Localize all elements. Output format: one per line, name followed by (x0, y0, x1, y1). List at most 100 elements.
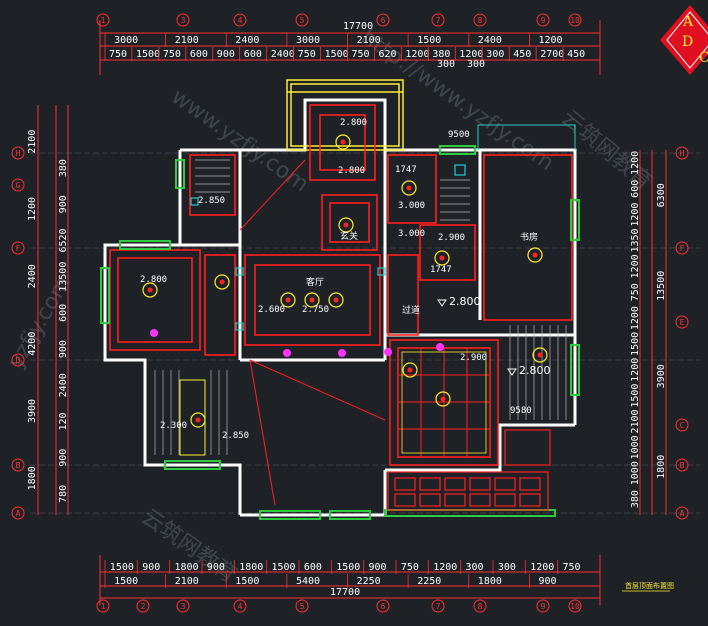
bottom-dim-row2-0: 1500 (114, 576, 138, 587)
right-dim-outer-3: 1800 (656, 455, 667, 479)
right-dim-inner-4: 1200 (630, 254, 641, 278)
right-dim-inner-13: 380 (630, 490, 641, 508)
axis-bottom-label-7: 8 (478, 602, 483, 611)
axis-top-bubble-7 (536, 13, 550, 27)
left-dim-inner-3: 13500 (58, 262, 69, 292)
axis-bottom-bubble-1 (136, 599, 150, 613)
lamp-core-11 (219, 279, 225, 285)
level-text-3: 3.000 (398, 229, 425, 239)
bottom-dim-row1-11: 300 (466, 562, 484, 573)
axis-bottom-label-4: 5 (300, 602, 305, 611)
bottom-dim-row1-5: 1500 (272, 562, 296, 573)
axis-top-bubble-2 (233, 13, 247, 27)
bottom-dim-row1-6: 600 (304, 562, 322, 573)
right-dim-inner-3: 1350 (630, 228, 641, 252)
lamp-6 (190, 412, 206, 428)
right-dim-inner-10: 2100 (630, 409, 641, 433)
level-text-1: 2.800 (338, 166, 365, 176)
bottom-dim-row1-4: 1800 (239, 562, 263, 573)
lamp-0 (335, 134, 351, 150)
bottom-dim-row1-8: 900 (369, 562, 387, 573)
bottom-dim-row1-0: 1500 (110, 562, 134, 573)
bottom-dim-row2-2: 1500 (235, 576, 259, 587)
top-dimension-lines (99, 20, 601, 75)
level-text-11: 2.850 (222, 431, 249, 441)
lamp-core-6 (195, 417, 201, 423)
bottom-dim-row1-12: 300 (498, 562, 516, 573)
lamp-core-4 (333, 297, 339, 303)
top-dim-row2-4: 900 (217, 49, 235, 60)
grid-lines (30, 152, 700, 514)
bottom-dim-row1-7: 1500 (336, 562, 360, 573)
logo-letter-a: A (682, 14, 694, 30)
left-dim-inner-2: 6520 (58, 228, 69, 252)
axis-bottom-label-0: 1 (101, 602, 106, 611)
axis-top-label-8: 10 (570, 16, 580, 25)
bottom-dim-row2-3: 5400 (296, 576, 320, 587)
axis-top-label-5: 7 (436, 16, 441, 25)
canopy-outline (477, 124, 576, 150)
bottom-dimension-lines (99, 555, 601, 605)
right-dim-inner-5: 750 (630, 283, 641, 301)
axis-bottom-bubble-9 (568, 599, 582, 613)
lamp-core-8 (439, 255, 445, 261)
level-text-13: 1747 (430, 265, 452, 275)
lamp-core-5 (147, 287, 153, 293)
top-dim-row2-0: 750 (109, 49, 127, 60)
axis-top-bubble-5 (431, 13, 445, 27)
axis-right-bubble-2 (675, 315, 689, 329)
axis-bottom-label-3: 4 (238, 602, 243, 611)
left-dim-inner-9: 780 (58, 485, 69, 503)
top-dim-row2-15: 450 (513, 49, 531, 60)
axis-top-label-0: 1 (101, 16, 106, 25)
lamp-10 (435, 391, 451, 407)
axis-top-bubble-0 (96, 13, 110, 27)
lamp-core-10 (440, 396, 446, 402)
axis-left-bubble-3 (11, 353, 25, 367)
top-dim-row2-14: 300 (486, 49, 504, 60)
left-dim-outer-2: 2400 (27, 264, 38, 288)
lamp-core-12 (537, 352, 543, 358)
lamp-12 (532, 347, 548, 363)
axis-right-label-2: E (680, 318, 685, 327)
axis-left-label-4: B (16, 461, 21, 470)
drawing-title: 首层顶面布置图 (625, 581, 674, 590)
axis-right-bubble-3 (675, 418, 689, 432)
right-dim-inner-7: 1500 (630, 332, 641, 356)
left-dim-outer-1: 1200 (27, 197, 38, 221)
level-text-5: 2.850 (198, 196, 225, 206)
lamp-5 (142, 282, 158, 298)
right-dim-outer-2: 3900 (656, 364, 667, 388)
axis-top-bubble-1 (176, 13, 190, 27)
axis-left-bubble-0 (11, 146, 25, 160)
left-dim-inner-7: 120 (58, 412, 69, 430)
room-label-living: 客厅 (306, 276, 324, 288)
axis-right-label-1: F (680, 244, 685, 253)
lamp-7 (401, 180, 417, 196)
top-dim-row2-12: 380 (432, 49, 450, 60)
level-text-7: 2.600 (258, 305, 285, 315)
top-dim-row2-7: 750 (298, 49, 316, 60)
right-dim-inner-9: 1500 (630, 384, 641, 408)
top-dim-row2-10: 620 (379, 49, 397, 60)
lamp-core-13 (407, 367, 413, 373)
top-dim-row2-5: 600 (244, 49, 262, 60)
lamp-core-2 (285, 297, 291, 303)
level-text-6: 2.800 (140, 275, 167, 285)
bottom-dim-row2-5: 2250 (417, 576, 441, 587)
axis-right-label-3: C (680, 421, 685, 430)
axis-top-label-1: 3 (181, 16, 186, 25)
bottom-dim-row1-1: 900 (142, 562, 160, 573)
top-dim-row2-9: 750 (352, 49, 370, 60)
diagonal-beam-top (239, 159, 306, 231)
level-text-14: 9500 (448, 130, 470, 140)
left-dim-outer-5: 1800 (27, 466, 38, 490)
